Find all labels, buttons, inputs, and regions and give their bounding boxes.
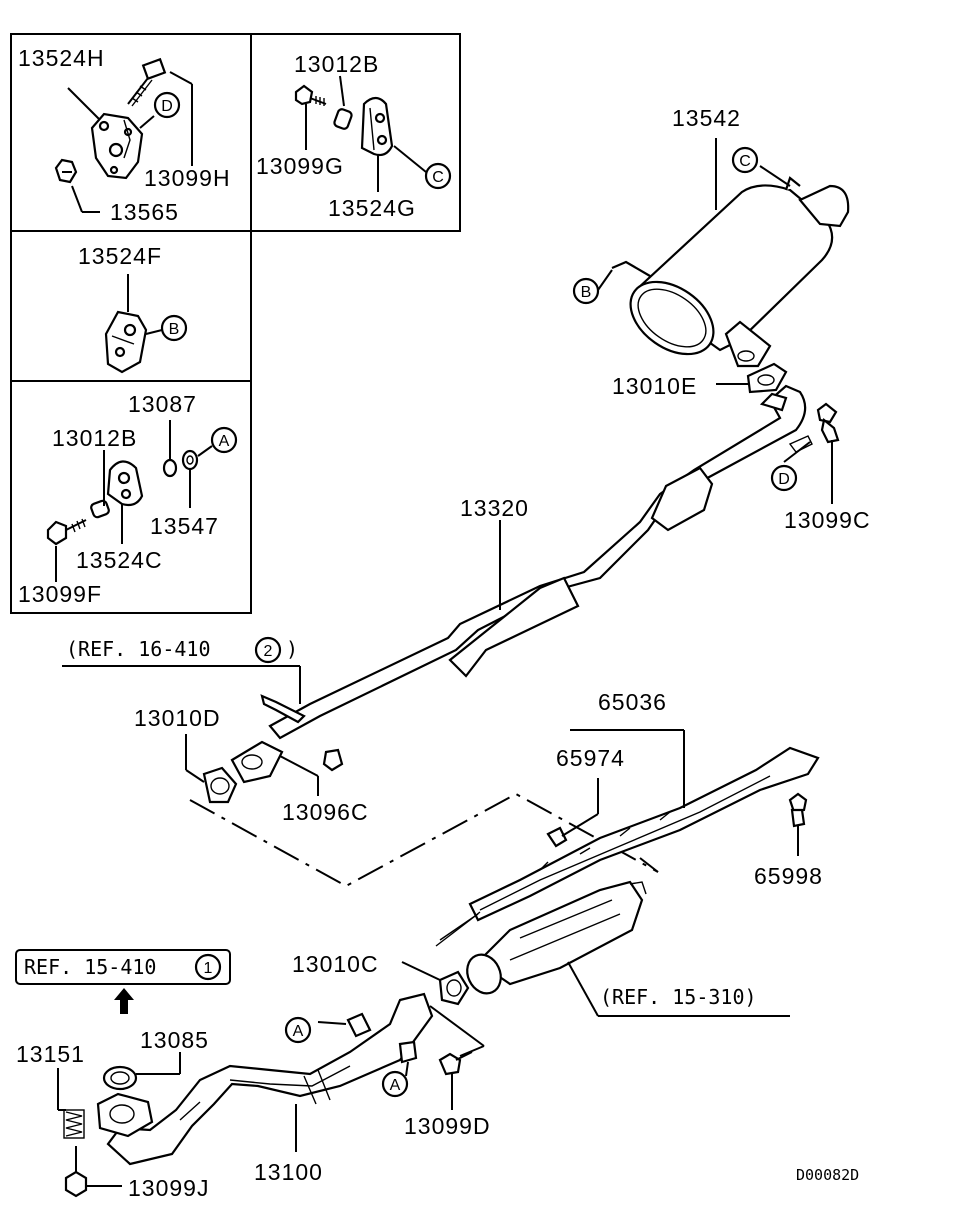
callout-D-inset (153, 91, 181, 119)
label-13012B: 13012B (52, 425, 137, 451)
callout-A-inset-text: A (219, 433, 230, 450)
label-13010C: 13010C (292, 951, 379, 977)
label-13087: 13087 (128, 391, 197, 417)
gasket-13010E (746, 362, 788, 394)
label-65974: 65974 (556, 745, 625, 771)
heat-shield-65036 (435, 746, 820, 947)
label-13010E: 13010E (612, 373, 697, 399)
ref-16-410-num: 2 (264, 643, 273, 660)
callout-C-inset (424, 162, 452, 190)
hanger-13524H (90, 112, 144, 180)
nut-13096C (322, 748, 344, 772)
spring-13151 (63, 1109, 85, 1139)
callout-B-inset (160, 314, 188, 342)
label-13524F: 13524F (78, 243, 162, 269)
bolt-13099C (816, 402, 840, 444)
bracket-ref-16-410 (260, 694, 306, 724)
ref-15-410-box (15, 949, 231, 985)
hanger-13524G (360, 96, 394, 157)
washer-13547 (181, 449, 199, 471)
grommet-65974 (546, 826, 568, 848)
callout-C (731, 146, 759, 174)
center-pipe-13320 (230, 384, 813, 784)
label-13524G: 13524G (328, 195, 416, 221)
callout-C-inset-text: C (432, 169, 444, 186)
gasket-13010D (202, 766, 238, 804)
label-13542: 13542 (672, 105, 741, 131)
bolt-65998 (788, 792, 808, 828)
label-13151: 13151 (16, 1041, 85, 1067)
label-13096C: 13096C (282, 799, 369, 825)
front-pipe-13100 (96, 992, 434, 1166)
label-13524C: 13524C (76, 547, 163, 573)
arrow-up-icon (114, 988, 134, 1014)
callout-A-front-1-text: A (293, 1023, 304, 1040)
label-13085: 13085 (140, 1027, 209, 1053)
drawing-code: D00082D (796, 1166, 859, 1184)
label-13099G: 13099G (256, 153, 344, 179)
callout-B-inset-text: B (169, 321, 180, 338)
bolt-13099H (127, 57, 167, 107)
ref-15-310: (REF. 15-310) (600, 985, 757, 1009)
ref-16-410: (REF. 16-410 (66, 637, 211, 661)
bolt-13099D (438, 1051, 473, 1076)
ref-15-410-num: 1 (204, 960, 213, 977)
pin-13012B-inset (333, 108, 353, 130)
callout-B (572, 277, 600, 305)
callout-D-inset-text: D (161, 98, 173, 115)
gasket-13085 (102, 1065, 138, 1091)
ref-15-410: REF. 15-410 (24, 955, 156, 979)
callout-A-front-2-text: A (390, 1077, 401, 1094)
screw-13565 (54, 158, 78, 184)
callout-D-text: D (778, 471, 790, 488)
hanger-13524F (104, 310, 148, 374)
inset-13524G (250, 33, 461, 232)
label-13099C: 13099C (784, 507, 871, 533)
label-13099J: 13099J (128, 1175, 209, 1201)
callout-A-front-2 (381, 1070, 409, 1098)
label-13320: 13320 (460, 495, 529, 521)
label-13565: 13565 (110, 199, 179, 225)
muffler-13542 (611, 176, 850, 368)
bolt-13099F (46, 518, 87, 546)
label-13099D: 13099D (404, 1113, 491, 1139)
label-13099H: 13099H (144, 165, 231, 191)
bolt-13099G (294, 84, 327, 106)
label-13010D: 13010D (134, 705, 221, 731)
callout-A-front-1 (284, 1016, 312, 1044)
label-13012B-top: 13012B (294, 51, 379, 77)
ref-16-410-circle (254, 636, 282, 664)
label-13524H: 13524H (18, 45, 105, 71)
label-65036: 65036 (598, 689, 667, 715)
callout-A-inset (210, 426, 238, 454)
gasket-13010C (438, 970, 470, 1006)
inset-13524C (10, 380, 252, 614)
callout-B-text: B (581, 284, 592, 301)
pin-13012B (90, 499, 110, 519)
bolt-13099J (64, 1146, 88, 1198)
label-13100: 13100 (254, 1159, 323, 1185)
callout-D (770, 464, 798, 492)
callout-C-text: C (739, 153, 751, 170)
label-65998: 65998 (754, 863, 823, 889)
ref-15-410-circle (194, 953, 222, 981)
washer-13087 (162, 458, 178, 478)
ref-16-410-close: ) (286, 637, 298, 661)
hanger-13524C (106, 460, 144, 507)
label-13099F: 13099F (18, 581, 102, 607)
label-13547: 13547 (150, 513, 219, 539)
catalytic-converter-ref-15-310 (466, 880, 647, 995)
